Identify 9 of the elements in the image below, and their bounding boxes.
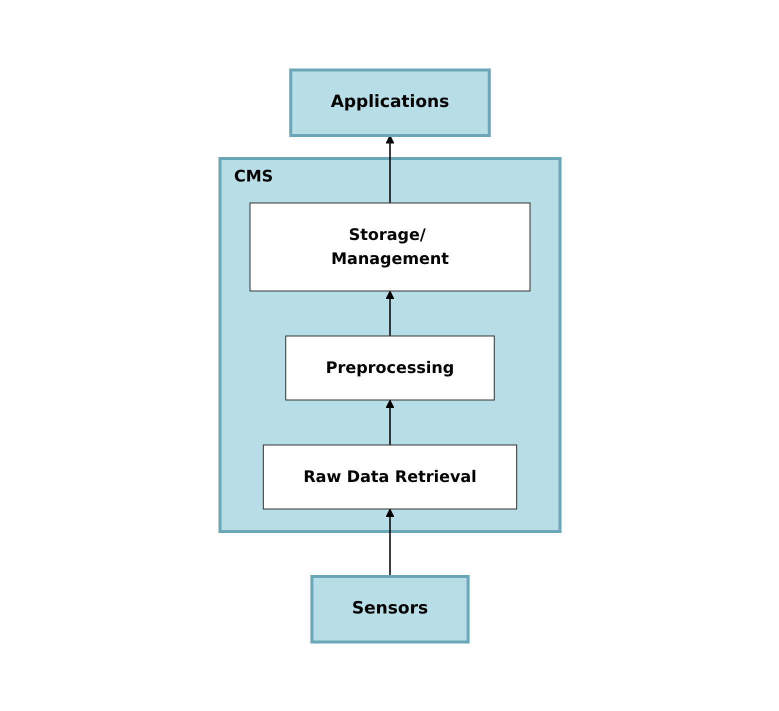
node-box: Storage/ Management (249, 202, 530, 291)
arrow (385, 399, 394, 444)
node-box: Preprocessing (284, 335, 494, 400)
node-box: Sensors (310, 574, 470, 643)
arrow (385, 134, 394, 202)
node-box: Raw Data Retrieval (262, 444, 517, 509)
node-box: Applications (288, 68, 490, 136)
arrow (385, 508, 394, 576)
arrow (385, 290, 394, 336)
